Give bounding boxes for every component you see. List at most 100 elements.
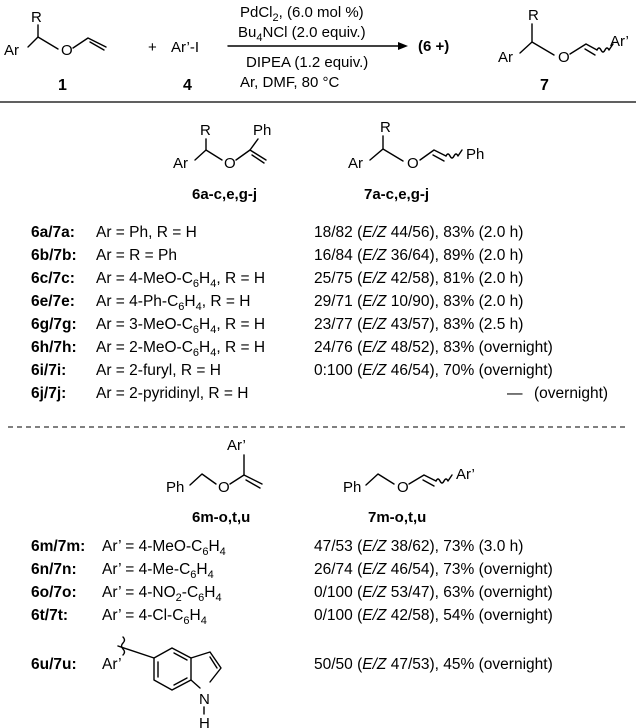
- ez-value: 43/57),: [390, 316, 439, 333]
- product-7-structure: R Ar O Ar’ 7: [498, 7, 629, 94]
- ez-value: 42/58),: [390, 607, 439, 624]
- result-text: 18/82 (E/Z 44/56), 83% (2.0 h): [314, 222, 523, 244]
- ez-value: 42/58),: [390, 270, 439, 287]
- compound-id: 6u/7u:: [31, 656, 77, 673]
- double-bond: [209, 656, 218, 669]
- yield: 81%: [443, 270, 475, 287]
- substituent-desc: Ar = 2-MeO-C6H4, R = H: [96, 339, 266, 360]
- bond: [72, 37, 107, 49]
- result-text: 16/84 (E/Z 36/64), 89% (2.0 h): [314, 245, 523, 267]
- double-bond: [173, 652, 188, 661]
- table-row: 6u/7u: Ar’ 50/50 (E/Z 47/53), 45% (overn…: [0, 654, 636, 676]
- byproduct-6-label: (6 +): [418, 38, 449, 55]
- yield: 89%: [443, 247, 475, 264]
- result-text: 47/53 (E/Z 38/62), 73% (3.0 h): [314, 536, 523, 558]
- substituent-desc: Ar = 2-furyl, R = H: [96, 362, 221, 379]
- ez-open: (: [357, 339, 363, 356]
- r-group-label: R: [380, 119, 391, 136]
- ez-label: E/Z: [362, 607, 387, 624]
- indole-structure: N H: [117, 636, 222, 728]
- yield: 63%: [443, 584, 475, 601]
- ez-label: E/Z: [362, 339, 387, 356]
- time: (overnight): [534, 385, 609, 402]
- ratio: 50/50: [314, 656, 353, 673]
- ratio: 0/100: [314, 607, 353, 624]
- wavy-attachment-icon: [120, 636, 126, 656]
- r-group-label: R: [31, 9, 42, 26]
- compound-id: 6n/7n:: [31, 561, 77, 578]
- table-row: 6g/7g: Ar = 3-MeO-C6H4, R = H 23/77 (E/Z…: [0, 314, 636, 336]
- ez-value: 10/90),: [390, 293, 439, 310]
- yield: 83%: [443, 224, 475, 241]
- result-text: 50/50 (E/Z 47/53), 45% (overnight): [314, 654, 553, 676]
- result-text: 26/74 (E/Z 46/54), 73% (overnight): [314, 559, 553, 581]
- condition-additive: Bu4NCl (2.0 equiv.): [238, 24, 366, 44]
- table-row: 6t/7t: Ar’ = 4-Cl-C6H4 0/100 (E/Z 42/58)…: [0, 605, 636, 627]
- ez-value: 47/53),: [390, 656, 439, 673]
- compound-id: 6b/7b:: [31, 247, 77, 264]
- bond: [190, 679, 201, 689]
- bond: [194, 149, 223, 161]
- structure-6m-series: Ar’ Ph O 6m-o,t,u: [166, 437, 263, 526]
- bond: [369, 148, 404, 162]
- oxygen-label: O: [61, 42, 73, 59]
- substituent-desc: Ar = Ph, R = H: [96, 224, 197, 241]
- reaction-conditions: PdCl2, (6.0 mol %) Bu4NCl (2.0 equiv.) D…: [227, 4, 408, 91]
- result-text: 29/71 (E/Z 10/90), 83% (2.0 h): [314, 291, 523, 313]
- reactant-4-structure: Ar’-I 4: [171, 39, 199, 94]
- wavy-bond: [445, 149, 463, 159]
- table-row: 6e/7e: Ar = 4-Ph-C6H4, R = H 29/71 (E/Z …: [0, 291, 636, 313]
- substituent-desc: Ar’ = 4-Cl-C6H4: [102, 607, 207, 628]
- bond: [27, 36, 59, 50]
- ar-group-label: Ar: [498, 49, 513, 66]
- ar-group-label: Ar: [4, 42, 19, 59]
- double-bond: [89, 41, 105, 51]
- ez-label: E/Z: [362, 584, 387, 601]
- oxygen-label: O: [224, 155, 236, 172]
- ez-label: E/Z: [362, 561, 387, 578]
- time: (2.5 h): [478, 316, 524, 333]
- ratio: 25/75: [314, 270, 353, 287]
- time: (2.0 h): [478, 224, 524, 241]
- ez-label: E/Z: [362, 538, 387, 555]
- ratio: 26/74: [314, 561, 353, 578]
- substituent-desc: Ar’ = 4-Me-C6H4: [102, 561, 214, 582]
- compound-id: 6o/7o:: [31, 584, 77, 601]
- condition-catalyst: PdCl2, (6.0 mol %): [240, 4, 364, 24]
- oxygen-label: O: [558, 49, 570, 66]
- condition-base: DIPEA (1.2 equiv.): [246, 54, 368, 71]
- ez-label: E/Z: [362, 316, 387, 333]
- substituent-desc: Ar = 4-MeO-C6H4, R = H: [96, 270, 266, 291]
- ez-open: (: [357, 561, 363, 578]
- substituent-desc: Ar = 3-MeO-C6H4, R = H: [96, 316, 266, 337]
- bond: [408, 474, 437, 485]
- substituent-desc: Ar = R = Ph: [96, 247, 177, 264]
- compound-id: 6h/7h:: [31, 339, 77, 356]
- ratio: 0:100: [314, 362, 353, 379]
- reactant-1-structure: R Ar O 1: [4, 9, 107, 94]
- result-text: 0:100 (E/Z 46/54), 70% (overnight): [314, 360, 553, 382]
- substituent-desc: Ar = 2-pyridinyl, R = H: [96, 385, 249, 402]
- bond: [569, 43, 598, 55]
- table-row: 6h/7h: Ar = 2-MeO-C6H4, R = H 24/76 (E/Z…: [0, 337, 636, 359]
- bond: [365, 473, 395, 486]
- compound-7-label: 7: [540, 77, 549, 94]
- table-row: 6o/7o: Ar’ = 4-NO2-C6H4 0/100 (E/Z 53/47…: [0, 582, 636, 604]
- ar-prime-label: Ar’: [227, 437, 246, 454]
- ar-group-label: Ar: [173, 155, 188, 172]
- time: (overnight): [478, 561, 553, 578]
- series-7-label: 7a-c,e,g-j: [364, 186, 429, 203]
- ez-value: 38/62),: [390, 538, 439, 555]
- phenyl-label: Ph: [466, 146, 484, 163]
- ez-label: E/Z: [362, 656, 387, 673]
- ez-open: (: [357, 270, 363, 287]
- yield: 83%: [443, 339, 475, 356]
- substituent-desc: Ar’ = 4-NO2-C6H4: [102, 584, 222, 605]
- oxygen-label: O: [397, 479, 409, 496]
- ez-open: (: [357, 247, 363, 264]
- time: (overnight): [478, 656, 553, 673]
- condition-solvent: Ar, DMF, 80 °C: [240, 74, 340, 91]
- yield: —: [507, 385, 523, 402]
- time: (overnight): [478, 607, 553, 624]
- structure-6a-series: R Ph Ar O 6a-c,e,g-j: [173, 122, 271, 203]
